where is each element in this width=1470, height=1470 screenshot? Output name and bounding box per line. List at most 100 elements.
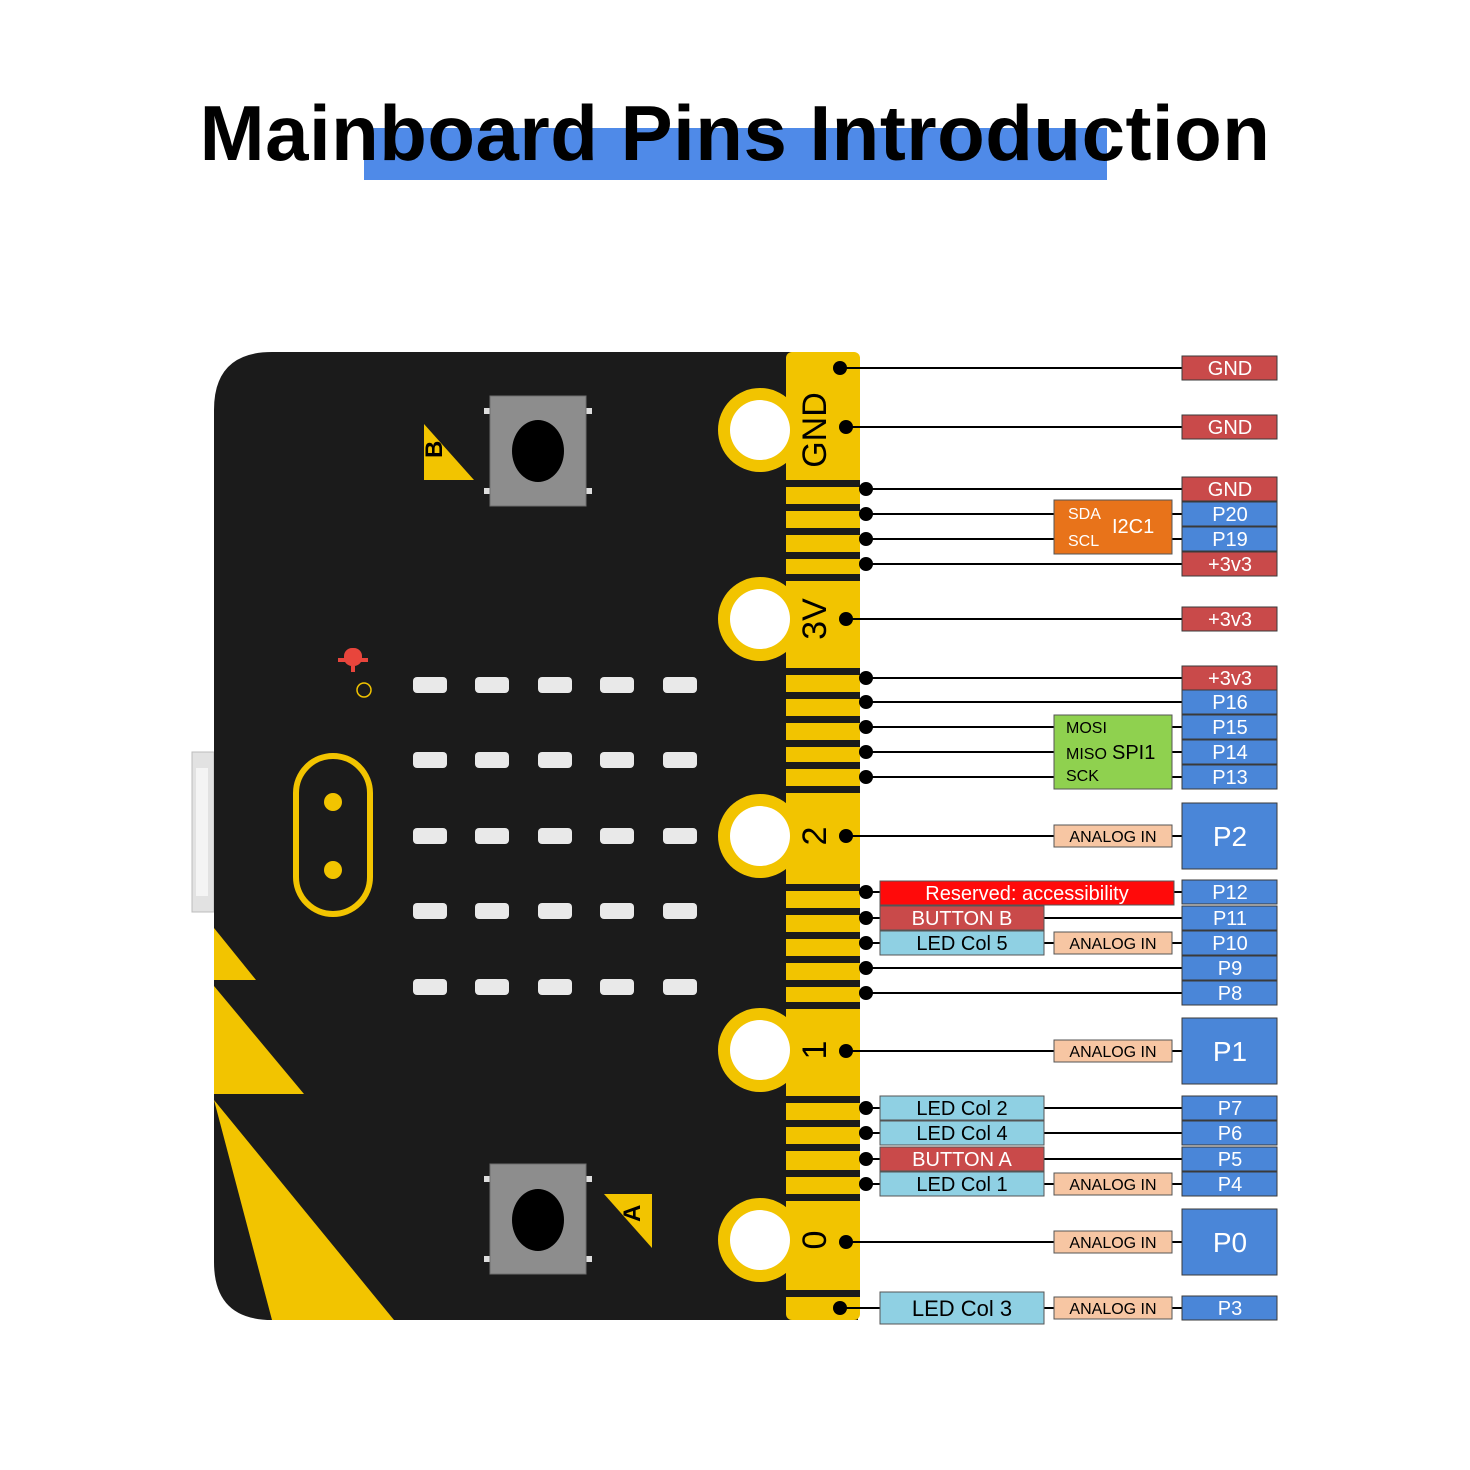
- edge-gap-22: [786, 1194, 860, 1201]
- svg-text:P16: P16: [1212, 692, 1248, 714]
- edge-label-2: 2: [796, 827, 834, 846]
- small-pin-gaps: [786, 480, 860, 1297]
- touch-logo-icon[interactable]: [293, 753, 373, 917]
- button-b-marker: [424, 424, 474, 480]
- pin-dot-21: [859, 1152, 873, 1166]
- button-a[interactable]: [484, 1163, 592, 1275]
- pin-dot-13: [859, 885, 873, 899]
- microphone-icon: [338, 648, 372, 698]
- pin-label-p14: P14: [1181, 739, 1278, 765]
- pin-lines: [833, 361, 1182, 1315]
- led-5-2: [475, 979, 509, 995]
- edge-gap-21: [786, 1170, 860, 1177]
- led-2-3: [538, 752, 572, 768]
- svg-text:P9: P9: [1218, 958, 1242, 980]
- led-3-3: [538, 828, 572, 844]
- svg-text:GND: GND: [1208, 417, 1252, 439]
- pin-label-p1: P1: [1181, 1017, 1278, 1085]
- pin-label-p12: P12: [1181, 879, 1278, 905]
- svg-text:LED Col 3: LED Col 3: [912, 1296, 1012, 1321]
- svg-text:GND: GND: [1208, 358, 1252, 380]
- led-1-1: [413, 677, 447, 693]
- svg-text:MOSI: MOSI: [1066, 720, 1107, 737]
- pin-label-p16: P16: [1181, 689, 1278, 715]
- svg-text:SDA: SDA: [1068, 506, 1101, 523]
- svg-text:LED Col 2: LED Col 2: [916, 1098, 1007, 1120]
- pin-label-p7: P7: [1181, 1095, 1278, 1121]
- svg-text:P8: P8: [1218, 983, 1242, 1005]
- led-4-1: [413, 903, 447, 919]
- edge-connector-strip: [786, 352, 860, 1320]
- svg-text:SPI1: SPI1: [1112, 742, 1155, 764]
- button-b-cap: [512, 420, 564, 482]
- pin-label-p15: P15: [1181, 714, 1278, 740]
- pin-label-p19: P19: [1181, 526, 1278, 552]
- edge-gap-7: [786, 692, 860, 699]
- pin-dot-17: [859, 986, 873, 1000]
- led-2-1: [413, 752, 447, 768]
- edge-gap-1: [786, 480, 860, 487]
- led-matrix: [413, 677, 697, 995]
- pin-dot-23: [839, 1235, 853, 1249]
- button-a-marker: [604, 1194, 652, 1248]
- pin-label-p11: P11: [1181, 905, 1278, 931]
- svg-text:ANALOG IN: ANALOG IN: [1069, 1177, 1156, 1194]
- edge-gap-23: [786, 1290, 860, 1297]
- pin-dot-4: [859, 532, 873, 546]
- yellow-stripe-3: [214, 1100, 394, 1320]
- led-2-4: [600, 752, 634, 768]
- svg-text:P7: P7: [1218, 1098, 1242, 1120]
- edge-gap-20: [786, 1144, 860, 1151]
- led-4-3: [538, 903, 572, 919]
- svg-text:Reserved: accessibility: Reserved: accessibility: [925, 883, 1128, 905]
- edge-gap-8: [786, 716, 860, 723]
- led-col-1: LED Col 1: [879, 1171, 1045, 1197]
- edge-gap-13: [786, 908, 860, 915]
- pin-dot-22: [859, 1177, 873, 1191]
- led-5-5: [663, 979, 697, 995]
- button-b[interactable]: [484, 395, 592, 507]
- svg-text:MISO: MISO: [1066, 746, 1107, 763]
- pin-dot-14: [859, 911, 873, 925]
- pin-dot-3: [859, 507, 873, 521]
- pin-label-p20: P20: [1181, 501, 1278, 527]
- edge-gap-15: [786, 956, 860, 963]
- led-1-5: [663, 677, 697, 693]
- svg-text:P6: P6: [1218, 1123, 1242, 1145]
- svg-text:+3v3: +3v3: [1208, 668, 1252, 690]
- led-col-2: LED Col 2: [879, 1095, 1045, 1121]
- led-3-4: [600, 828, 634, 844]
- pin-label-3v3: +3v3: [1181, 551, 1278, 577]
- svg-text:ANALOG IN: ANALOG IN: [1069, 1235, 1156, 1252]
- svg-text:P14: P14: [1212, 742, 1248, 764]
- edge-gap-2: [786, 504, 860, 511]
- svg-text:LED Col 1: LED Col 1: [916, 1174, 1007, 1196]
- edge-gap-17: [786, 1002, 860, 1009]
- pin-dot-18: [839, 1044, 853, 1058]
- svg-text:ANALOG IN: ANALOG IN: [1069, 829, 1156, 846]
- svg-text:P20: P20: [1212, 504, 1248, 526]
- svg-text:P5: P5: [1218, 1149, 1242, 1171]
- edge-gap-19: [786, 1120, 860, 1127]
- led-4-2: [475, 903, 509, 919]
- edge-gap-4: [786, 552, 860, 559]
- board-body: [214, 352, 858, 1320]
- edge-gap-5: [786, 574, 860, 581]
- pin-label-3v3: +3v3: [1181, 665, 1278, 691]
- svg-text:P13: P13: [1212, 767, 1248, 789]
- svg-text:P15: P15: [1212, 717, 1248, 739]
- large-pads: [718, 388, 802, 1282]
- analog-in-p2: ANALOG IN: [1053, 824, 1173, 848]
- pad-hole-2: [730, 806, 790, 866]
- edge-gap-11: [786, 786, 860, 793]
- led-2-2: [475, 752, 509, 768]
- pin-label-p8: P8: [1181, 980, 1278, 1006]
- edge-gap-10: [786, 762, 860, 769]
- edge-gap-6: [786, 668, 860, 675]
- svg-text:BUTTON B: BUTTON B: [912, 908, 1013, 930]
- edge-label-0: GND: [796, 392, 834, 468]
- svg-text:P2: P2: [1213, 821, 1247, 852]
- pin-dot-15: [859, 936, 873, 950]
